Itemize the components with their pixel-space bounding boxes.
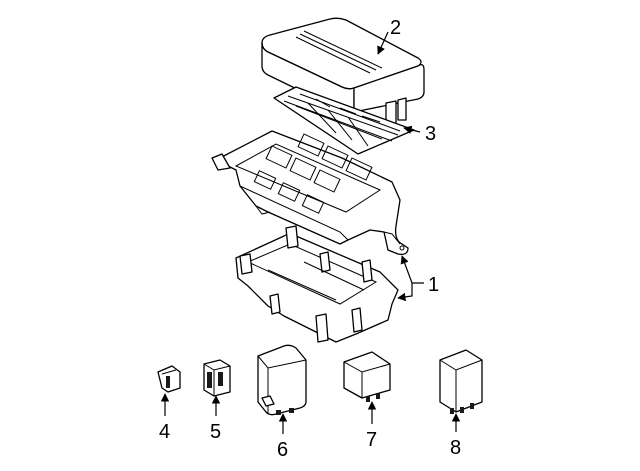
fuse-box-lower-housing-icon — [235, 225, 399, 343]
fuse-box-cover-icon — [261, 17, 425, 125]
callout-8: 8 — [450, 437, 461, 459]
callout-6: 6 — [277, 439, 288, 461]
leader-line-2 — [377, 31, 389, 55]
fuse-label-sheet-icon — [273, 86, 415, 155]
callout-1: 1 — [428, 274, 439, 296]
callout-4: 4 — [159, 421, 170, 443]
callout-5: 5 — [210, 421, 221, 443]
cartridge-fuse-icon — [203, 359, 231, 397]
callout-2: 2 — [390, 17, 401, 39]
blade-fuse-icon — [157, 365, 181, 393]
leader-line-1b — [397, 283, 413, 302]
callout-7: 7 — [366, 429, 377, 451]
leader-line-3 — [403, 125, 421, 134]
leader-lines — [160, 31, 461, 434]
relay-large-icon — [257, 344, 307, 416]
relay-tall-icon — [439, 349, 483, 414]
fuse-box-upper-housing-icon — [211, 130, 409, 256]
leader-line-1 — [400, 255, 424, 284]
callout-3: 3 — [425, 123, 436, 145]
relay-small-icon — [343, 351, 391, 402]
